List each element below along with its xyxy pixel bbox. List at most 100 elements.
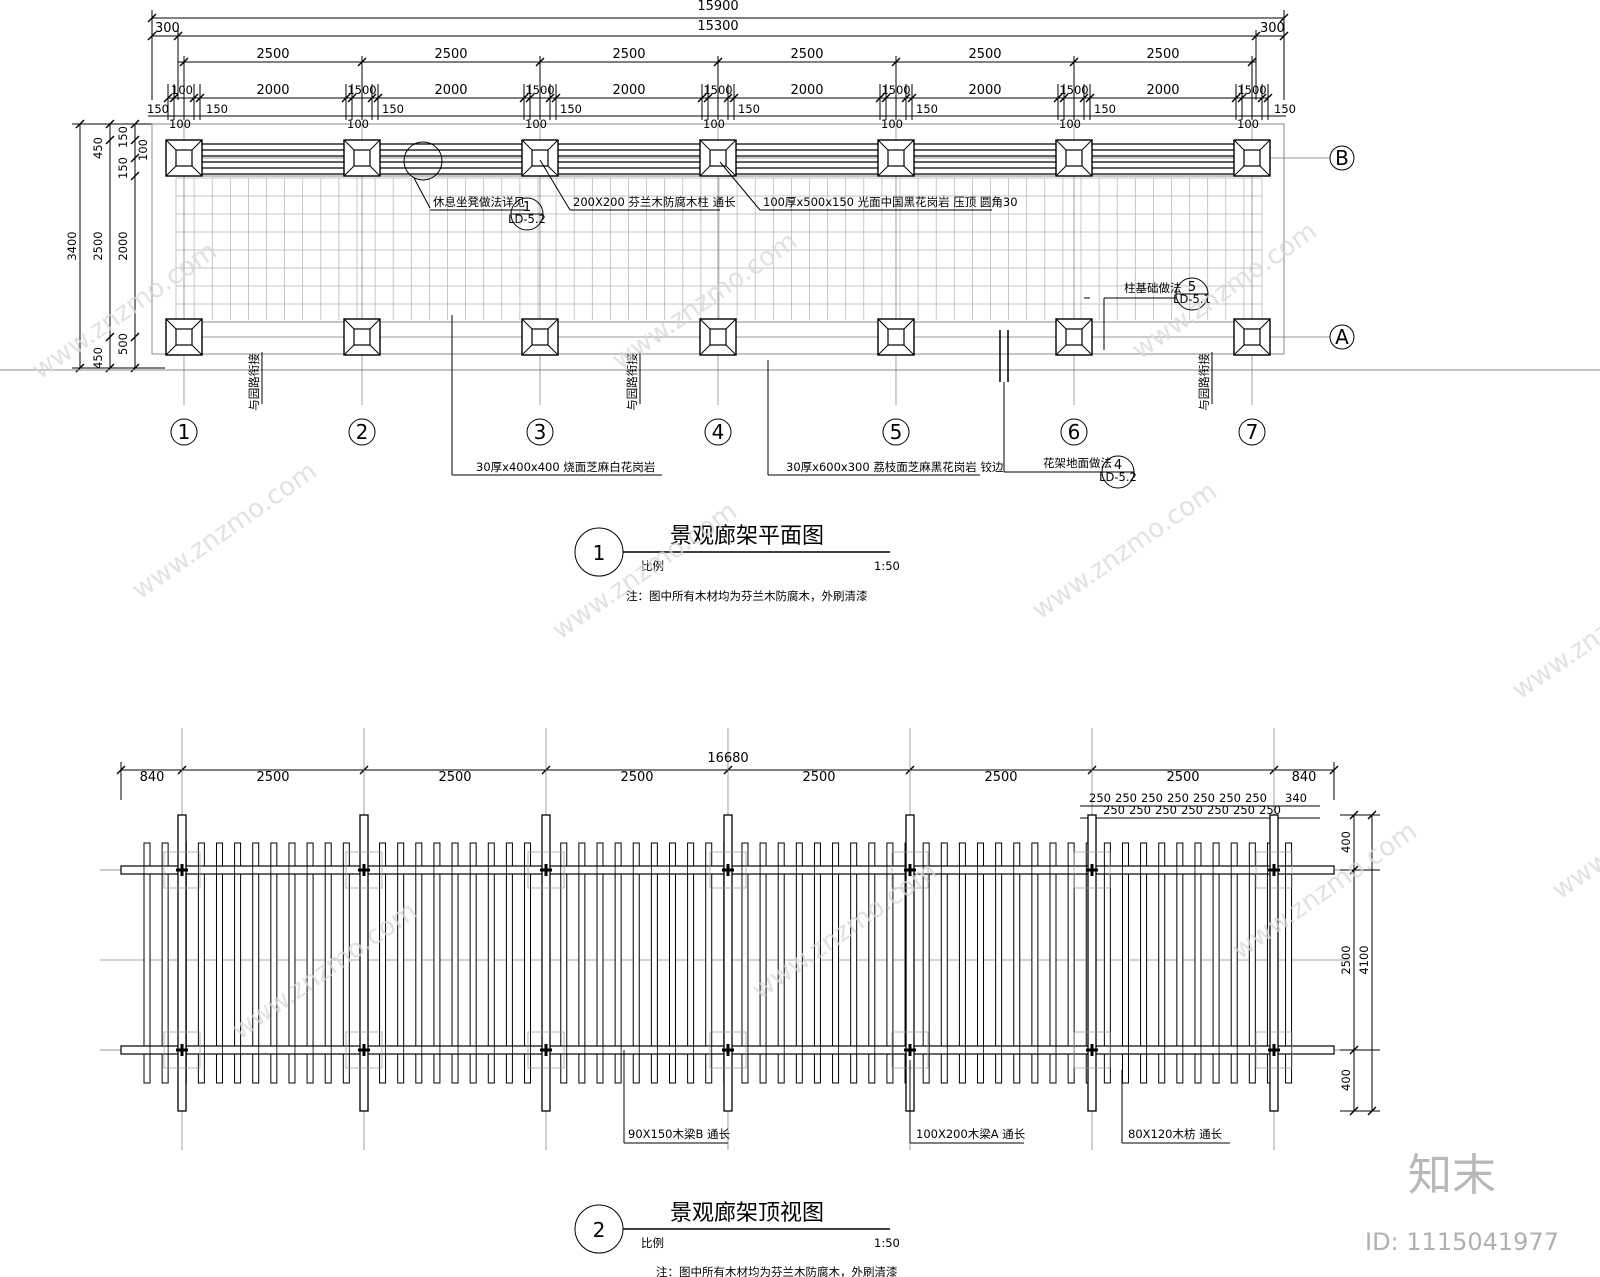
roof-slat [197,842,205,1084]
axis-bubble-b [1329,145,1355,171]
post-cap [345,851,383,889]
post-bevel [165,139,177,151]
watermark-site: www.znzmo.com [1547,756,1600,906]
roof-slat [940,842,948,1084]
roof-slat [324,842,332,1084]
roof-slat [342,842,350,1084]
note-floor: 花架地面做法 [1043,456,1112,470]
dim-post-bot: 100 [1059,117,1081,131]
leader [719,161,761,211]
post-a-5-inner [887,328,905,346]
axis-label-col: 4 [712,420,725,444]
slat-dim-2: 250 [1207,803,1229,817]
dim-tick [1279,31,1289,41]
post-bevel [521,165,533,177]
roof-slat [433,842,441,1084]
roof-dim-bay: 2500 [438,770,471,785]
post-bevel [877,344,889,356]
note-joint: 与园路衔接 [1197,353,1211,411]
post-joint [904,864,916,876]
dim-tick [729,93,739,103]
post-b-2-inner [353,149,371,167]
slat-dim-2: 250 [1181,803,1203,817]
dim-tick [163,93,173,103]
roof-slat [505,842,513,1084]
post-bevel [725,139,737,151]
roof-slat [1194,842,1202,1084]
dim-bay: 2500 [790,47,823,62]
note-joint: 与园路衔接 [247,353,261,411]
watermark-site: www.znzmo.com [1227,816,1423,966]
post-bevel [521,139,533,151]
note-joint: 与园路衔接 [625,353,639,411]
dim-450-top: 450 [91,137,105,159]
dim-tick [341,93,351,103]
post-bevel [369,139,381,151]
dim-bay: 2500 [612,47,645,62]
dim-tick [519,93,529,103]
roof-dim-400-bot: 400 [1339,1069,1353,1091]
dim-150-b: 150 [116,157,130,179]
post-bevel [343,165,355,177]
dim-150: 150 [382,102,404,116]
ref-5-sheet: LD-5.1 [1173,292,1211,306]
roof-slat [1140,842,1148,1084]
post-b-5-inner [887,149,905,167]
roof-slat [1248,842,1256,1084]
post-bevel [903,165,915,177]
dim-tick [525,93,535,103]
post-bevel [369,165,381,177]
post-bevel [1055,139,1067,151]
slat-dim: 250 [1167,791,1189,805]
beam-b [359,814,369,1112]
roof-slat [995,842,1003,1084]
note-beam-b: 90X150木梁B 通长 [628,1127,731,1141]
post-bevel [903,139,915,151]
roof-slat [922,842,930,1084]
slat-dim-2: 250 [1155,803,1177,817]
post-a-1-inner [175,328,193,346]
roof-slat [161,842,169,1084]
roof-slat [1067,842,1075,1084]
scale-1-label: 比例 [641,559,664,573]
dim-tick [1257,93,1267,103]
ref-1-num: 1 [523,200,531,215]
post-bevel [165,344,177,356]
roof-slat [650,842,658,1084]
dim-tick [357,57,367,67]
dim-150-a: 150 [116,126,130,148]
dim-tick [1279,13,1289,23]
dim-tick [105,332,115,342]
post-bevel [903,318,915,330]
dim-tick [1079,93,1089,103]
post-bevel [1081,344,1093,356]
post-bevel [191,318,203,330]
dim-tick [1059,93,1069,103]
slat-dim: 250 [1141,791,1163,805]
roof-slat [850,842,858,1084]
roof-slat [813,842,821,1084]
dim-post-bot: 100 [703,117,725,131]
post-b-6-inner [1065,149,1083,167]
post-a-4-inner [709,328,727,346]
dim-post-bot: 100 [881,117,903,131]
dim-150-end: 150 [1274,102,1296,116]
roof-slat [234,842,242,1084]
dim-tick [535,57,545,67]
post-joint [1086,864,1098,876]
roof-dim-bay: 2500 [620,770,653,785]
dim-post-bot: 100 [1237,117,1259,131]
post-bevel [1055,165,1067,177]
roof-slat [596,842,604,1084]
post-bevel [725,318,737,330]
axis-bubble-col [526,418,554,446]
dim-tick [147,31,157,41]
post-bevel [343,139,355,151]
dim-tick [347,93,357,103]
post-joint [1086,1044,1098,1056]
dim-clear: 2000 [1146,83,1179,98]
dim-clear: 2000 [612,83,645,98]
dim-2500-v: 2500 [91,231,105,260]
